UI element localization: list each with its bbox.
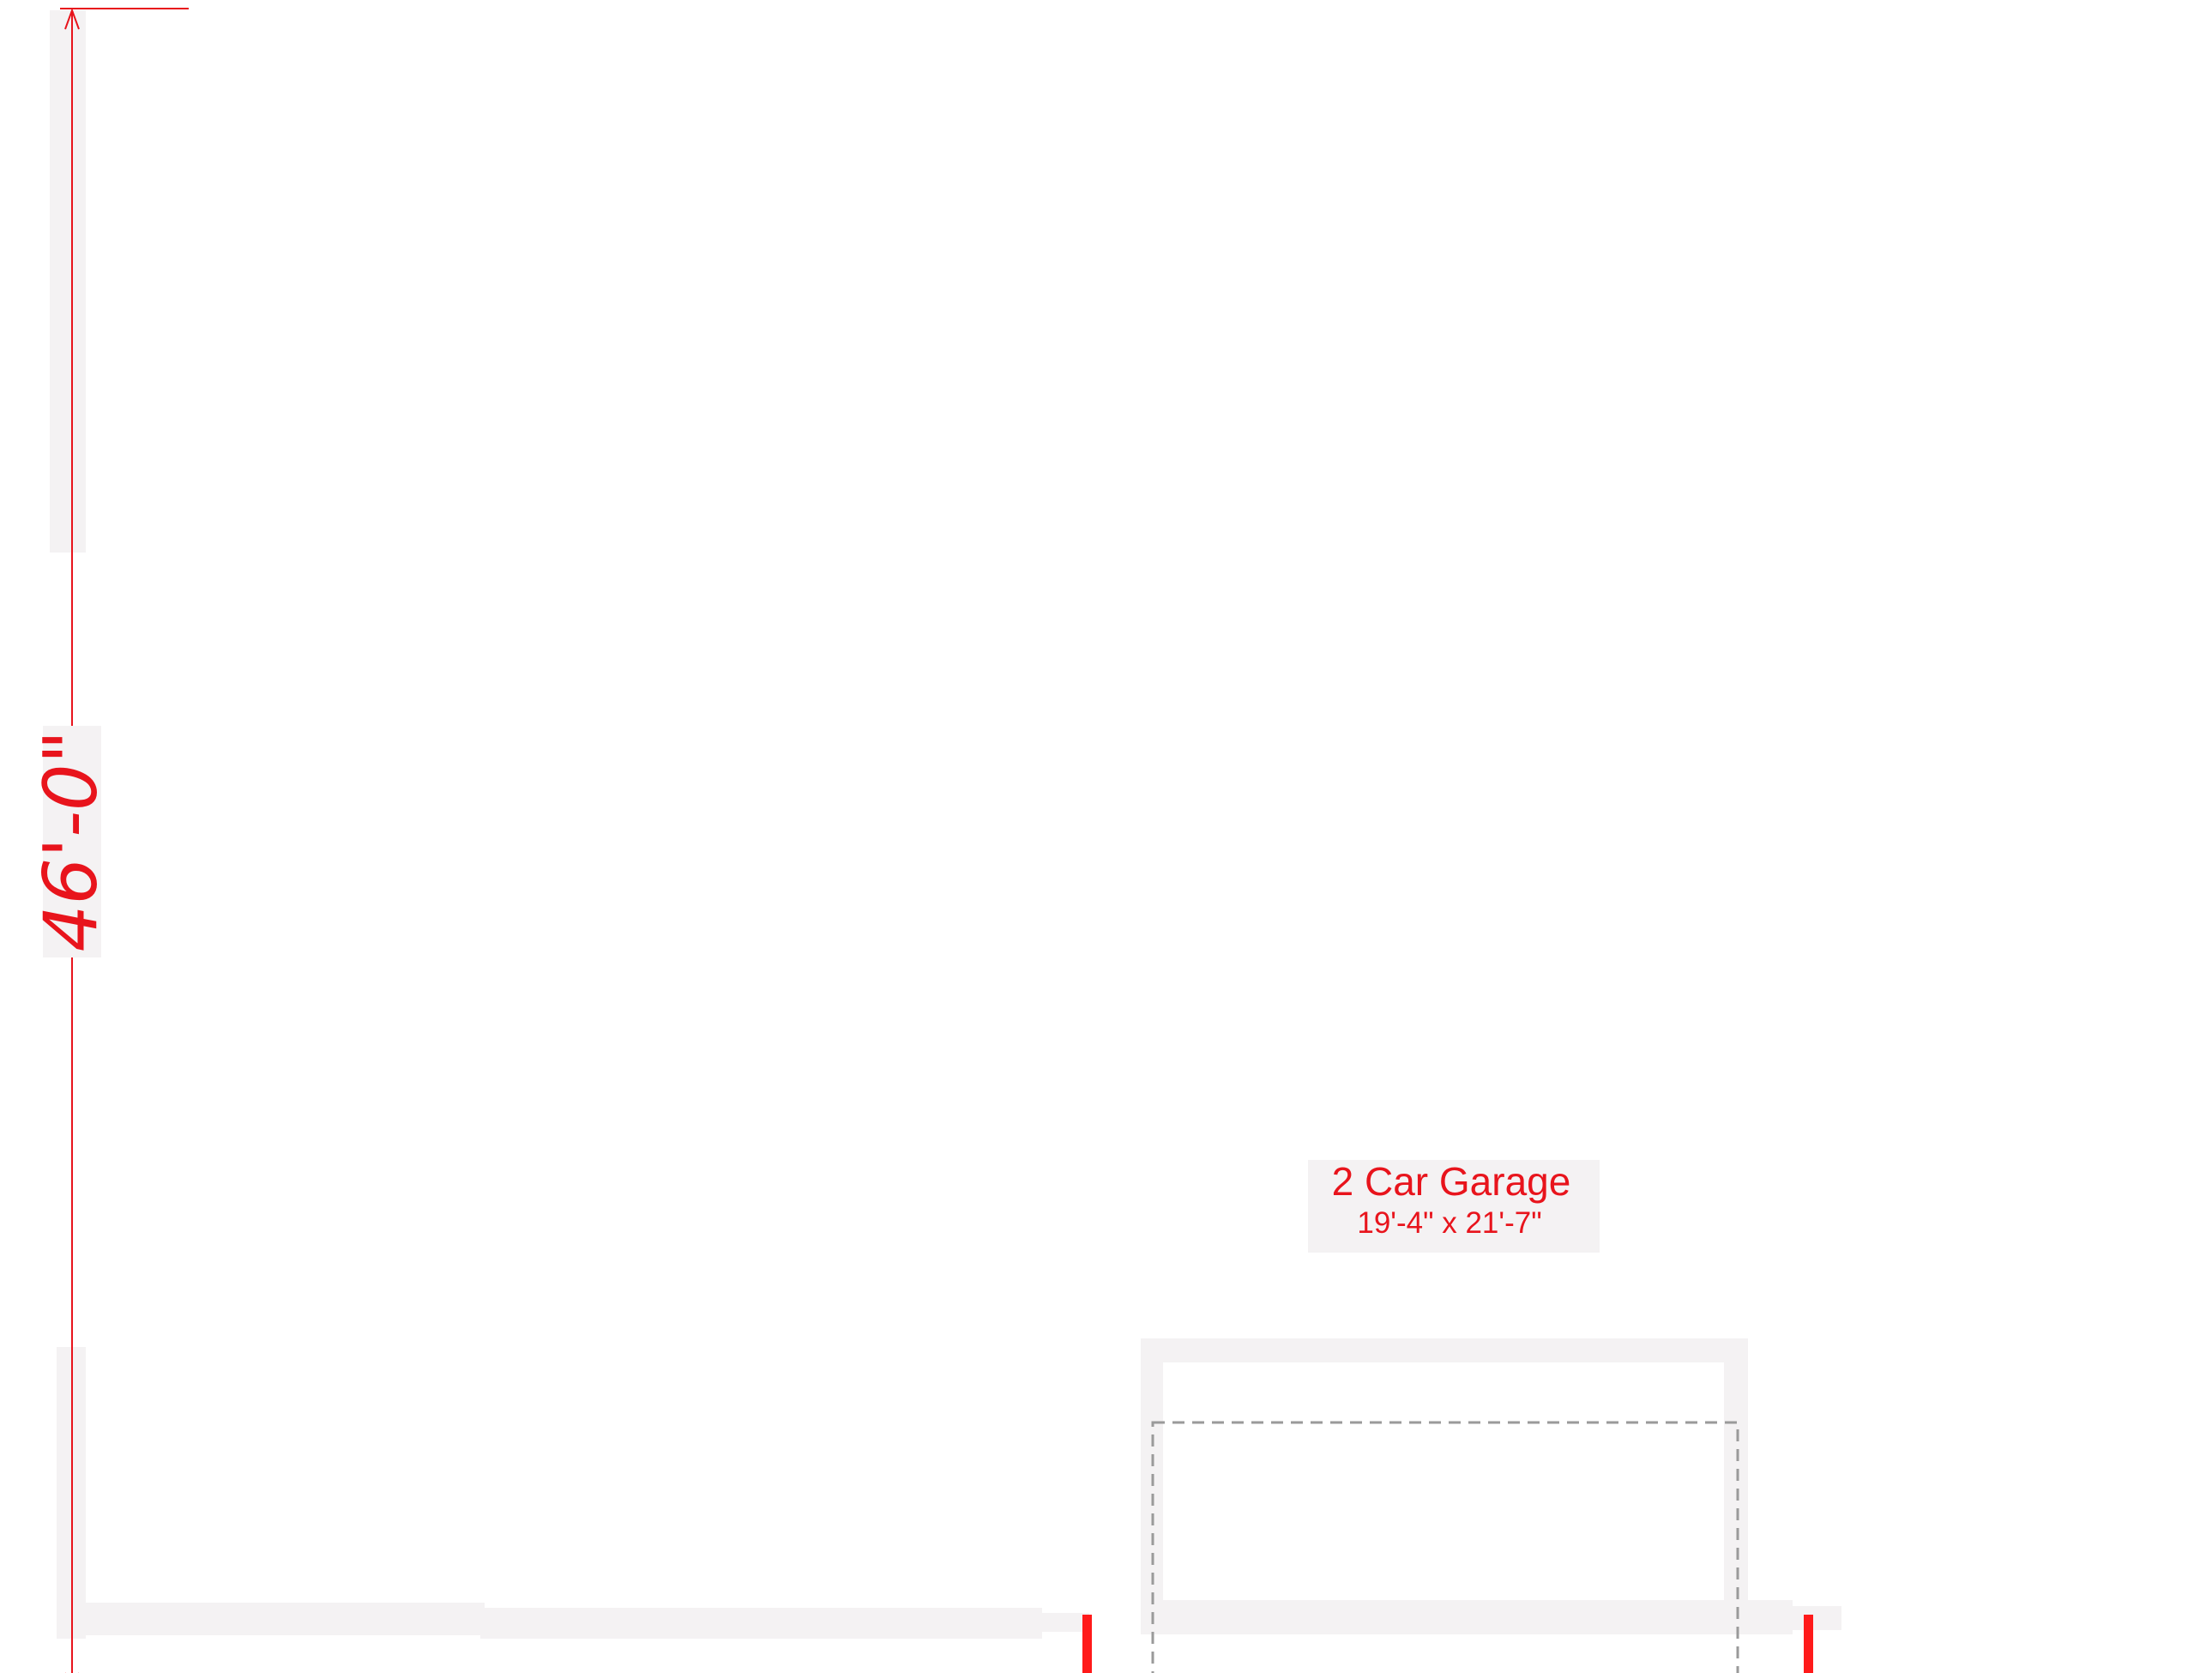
- bottom-wall: [81, 1600, 1841, 1639]
- room-label-background: [1308, 1160, 1600, 1253]
- garage-opening-red-walls: [1082, 1615, 1813, 1673]
- dimension-label-background: [43, 726, 101, 957]
- room-label: 2 Car Garage 19'-4" x 21'-7": [1308, 1159, 1600, 1253]
- garage-door-dashed-outline: [1151, 1421, 1739, 1673]
- overall-dimension-label: 46'-0": [28, 730, 114, 951]
- room-name: 2 Car Garage: [1332, 1159, 1571, 1204]
- garage-walls: [1141, 1338, 1748, 1604]
- room-size: 19'-4" x 21'-7": [1357, 1206, 1541, 1240]
